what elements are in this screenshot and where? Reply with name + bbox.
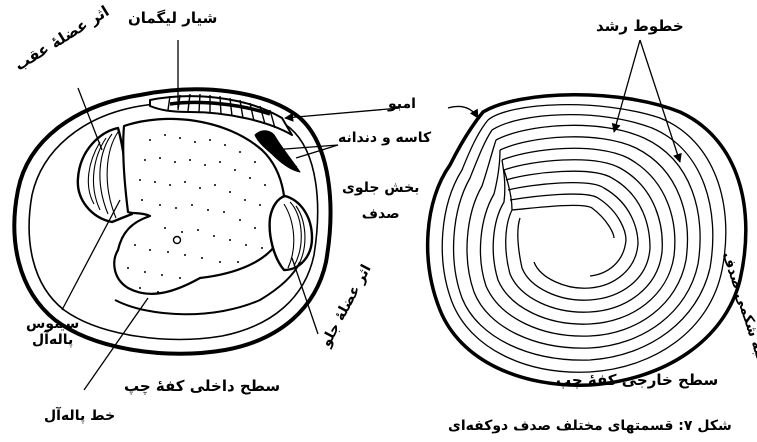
- leader-growth-1: [614, 40, 640, 132]
- label-pallial-sinus-line2: پاله‌آل: [26, 332, 79, 348]
- leader-umbo-left: [285, 108, 400, 118]
- label-exterior-surface: سطح خارجی کفهٔ چپ: [556, 372, 718, 389]
- label-pallial-sinus: سینوس پاله‌آل: [26, 316, 79, 348]
- label-ligament-groove: شیار لیگمان: [128, 10, 217, 27]
- label-pallial-sinus-line1: سینوس: [26, 316, 79, 332]
- label-anterior-part-line1: بخش جلوی: [342, 180, 419, 196]
- label-anterior-part: بخش جلوی صدف: [342, 180, 419, 222]
- label-pallial-line: خط پاله‌آل: [44, 408, 115, 424]
- label-umbo: امبو: [388, 96, 416, 112]
- leader-sinus: [62, 200, 120, 310]
- label-anterior-part-line2: صدف: [342, 206, 419, 222]
- label-growth-lines: خطوط رشد: [596, 18, 684, 35]
- figure-caption: شکل ۷: قسمتهای مختلف صدف دوکفه‌ای: [448, 418, 732, 434]
- pallial-region: [114, 119, 285, 294]
- label-interior-surface: سطح داخلی کفهٔ چپ: [124, 378, 280, 395]
- growth-rings: [442, 105, 726, 373]
- exterior-shell-outline: [428, 95, 746, 385]
- interior-valve-drawing: [14, 89, 330, 353]
- leader-umbo-right: [448, 106, 478, 118]
- exterior-valve-drawing: [428, 95, 746, 385]
- label-hinge-teeth: کاسه و دندانه: [338, 130, 431, 146]
